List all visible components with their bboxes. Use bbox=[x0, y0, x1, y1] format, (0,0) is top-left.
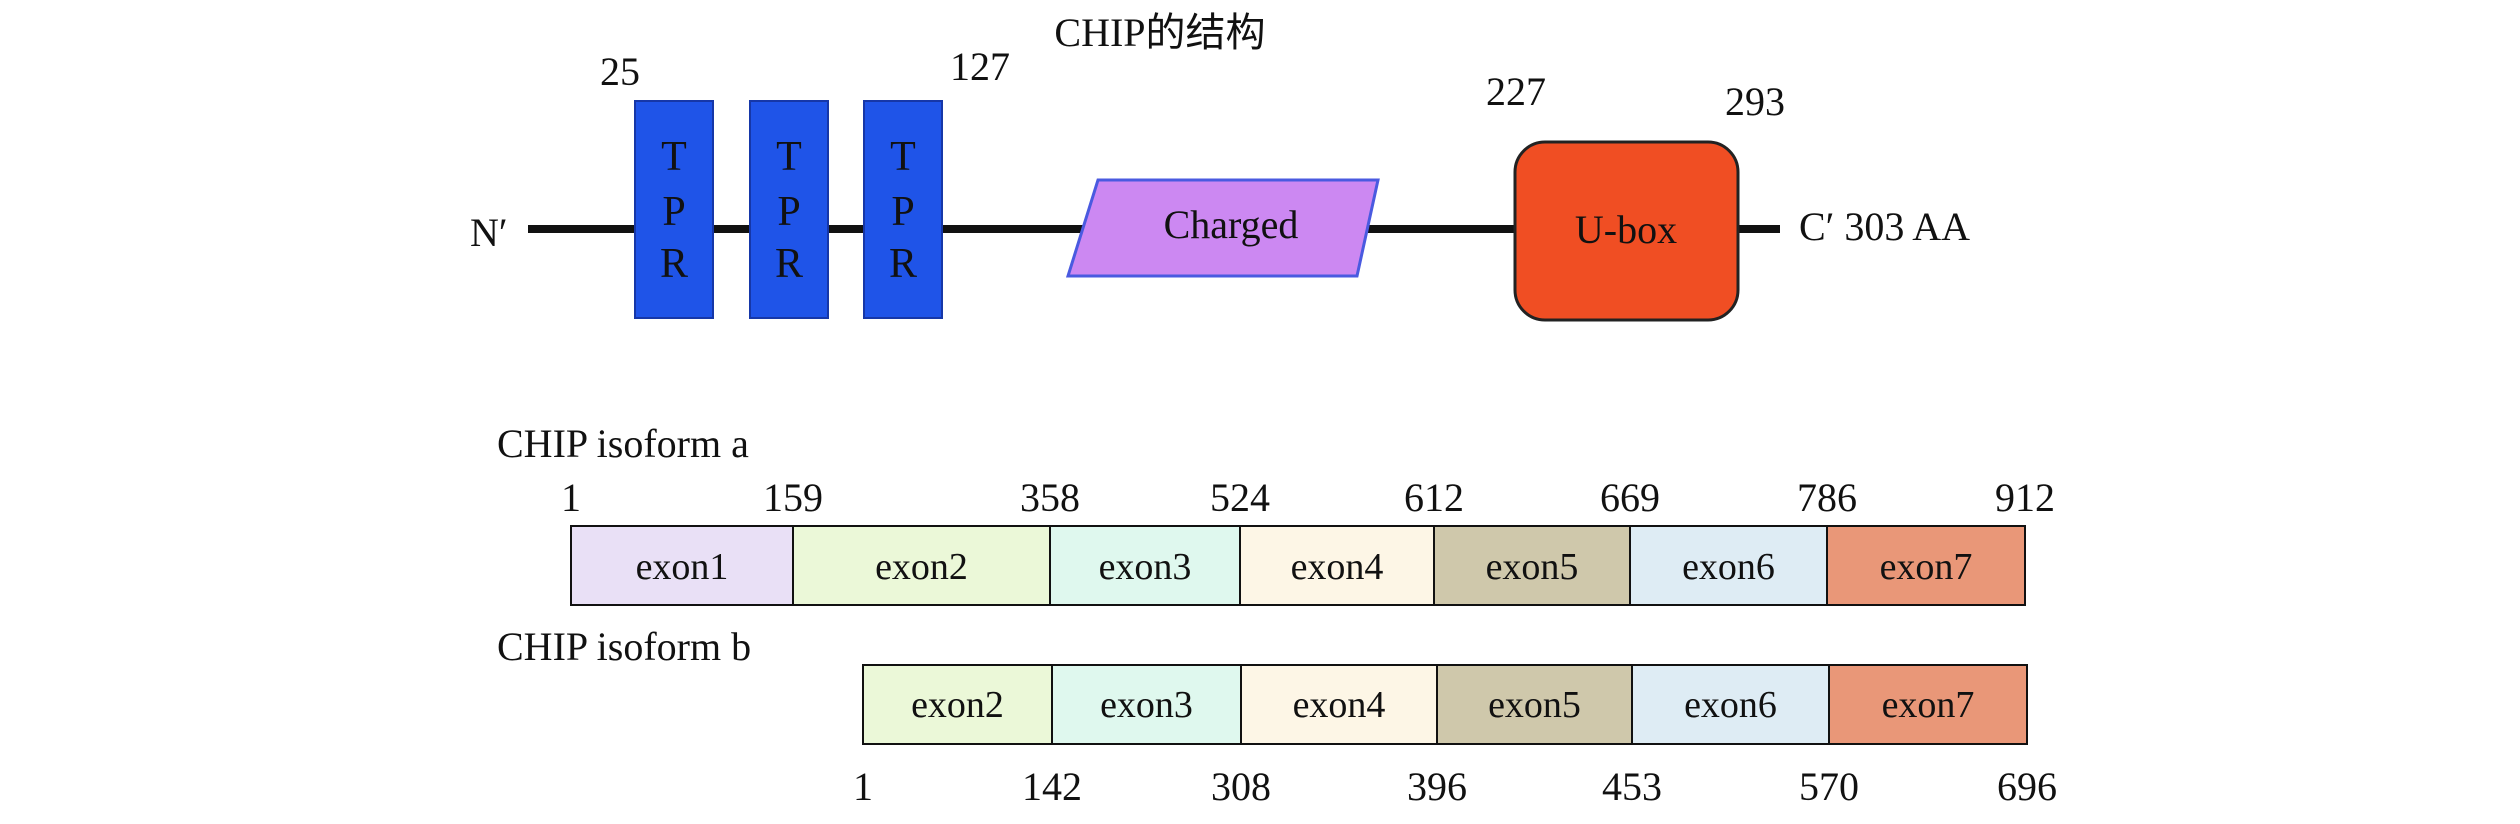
exon-label: exon2 bbox=[911, 684, 1004, 726]
exon-box bbox=[1240, 664, 1438, 745]
tpr-domain-1: T P R bbox=[634, 100, 714, 319]
exon-box bbox=[1828, 664, 2028, 745]
position-label: 1 bbox=[561, 475, 581, 520]
exon-label: exon3 bbox=[1100, 684, 1193, 726]
n-terminus-label: N′ bbox=[470, 210, 508, 255]
tpr-letter: P bbox=[891, 189, 914, 235]
exon-box bbox=[1433, 525, 1631, 606]
exon-label: exon5 bbox=[1488, 684, 1581, 726]
ubox-shape bbox=[1513, 140, 1740, 322]
exon-label: exon5 bbox=[1486, 546, 1579, 588]
position-label: 696 bbox=[1997, 764, 2057, 809]
tpr-letter: P bbox=[662, 189, 685, 235]
tpr-letter: R bbox=[775, 241, 803, 287]
position-label: 669 bbox=[1600, 475, 1660, 520]
tpr-start-position: 25 bbox=[600, 49, 640, 94]
position-label: 1 bbox=[853, 764, 873, 809]
diagram-title: CHIP的结构 bbox=[1054, 10, 1265, 55]
exon-box bbox=[1239, 525, 1435, 606]
exon-label: exon1 bbox=[636, 546, 729, 588]
tpr-end-position: 127 bbox=[950, 44, 1010, 89]
exon-block: exon5 bbox=[1433, 525, 1631, 606]
isoform-b-label: CHIP isoform b bbox=[497, 624, 751, 669]
position-label: 453 bbox=[1602, 764, 1662, 809]
exon-block: exon3 bbox=[1049, 525, 1241, 606]
exon-box bbox=[862, 664, 1053, 745]
exon-block: exon7 bbox=[1826, 525, 2026, 606]
ubox-start-position: 227 bbox=[1486, 69, 1546, 114]
exon-label: exon3 bbox=[1099, 546, 1192, 588]
exon-label: exon4 bbox=[1293, 684, 1386, 726]
exon-box bbox=[1049, 525, 1241, 606]
exon-block: exon4 bbox=[1240, 664, 1438, 745]
exon-block: exon3 bbox=[1051, 664, 1242, 745]
position-label: 912 bbox=[1995, 475, 2055, 520]
position-label: 612 bbox=[1404, 475, 1464, 520]
exon-block: exon7 bbox=[1828, 664, 2028, 745]
isoform-a-exon-track: exon1 exon2 exon3 exon4 exon5 exon6 exon7 bbox=[570, 525, 2026, 606]
position-label: 570 bbox=[1799, 764, 1859, 809]
exon-label: exon2 bbox=[875, 546, 968, 588]
isoform-a-label: CHIP isoform a bbox=[497, 421, 749, 466]
tpr-letter: R bbox=[660, 241, 688, 287]
position-label: 159 bbox=[763, 475, 823, 520]
isoform-a-positions: 1 159 358 524 612 669 786 912 bbox=[561, 475, 2055, 520]
exon-label: exon6 bbox=[1682, 546, 1775, 588]
isoform-b-positions: 1 142 308 396 453 570 696 bbox=[853, 764, 2057, 809]
tpr-letter: T bbox=[890, 134, 916, 180]
charged-shape bbox=[1065, 178, 1380, 278]
exon-block: exon5 bbox=[1436, 664, 1633, 745]
tpr-domain-3: T P R bbox=[863, 100, 943, 319]
exon-block: exon6 bbox=[1629, 525, 1828, 606]
tpr-box bbox=[863, 100, 943, 319]
ubox-label: U-box bbox=[1575, 207, 1677, 252]
tpr-letter: R bbox=[889, 241, 917, 287]
ubox-end-position: 293 bbox=[1725, 79, 1785, 124]
exon-block: exon2 bbox=[792, 525, 1051, 606]
position-label: 358 bbox=[1020, 475, 1080, 520]
exon-block: exon6 bbox=[1631, 664, 1830, 745]
exon-box bbox=[1051, 664, 1242, 745]
exon-box bbox=[792, 525, 1051, 606]
position-label: 396 bbox=[1407, 764, 1467, 809]
exon-label: exon7 bbox=[1880, 546, 1973, 588]
position-label: 142 bbox=[1022, 764, 1082, 809]
charged-domain: Charged bbox=[1065, 178, 1380, 278]
exon-box bbox=[1631, 664, 1830, 745]
exon-label: exon4 bbox=[1291, 546, 1384, 588]
exon-label: exon7 bbox=[1882, 684, 1975, 726]
tpr-box bbox=[634, 100, 714, 319]
exon-block: exon2 bbox=[862, 664, 1053, 745]
position-label: 524 bbox=[1210, 475, 1270, 520]
position-label: 786 bbox=[1797, 475, 1857, 520]
exon-box bbox=[1826, 525, 2026, 606]
tpr-letter: T bbox=[776, 134, 802, 180]
ubox-domain: U-box bbox=[1513, 140, 1740, 322]
exon-block: exon4 bbox=[1239, 525, 1435, 606]
charged-label: Charged bbox=[1164, 202, 1299, 247]
exon-block: exon1 bbox=[570, 525, 794, 606]
exon-box bbox=[1436, 664, 1633, 745]
position-label: 308 bbox=[1211, 764, 1271, 809]
isoform-b-exon-track: exon2 exon3 exon4 exon5 exon6 exon7 bbox=[862, 664, 2028, 745]
tpr-box bbox=[749, 100, 829, 319]
c-terminus-label: C′ 303 AA bbox=[1799, 204, 1970, 249]
tpr-letter: P bbox=[777, 189, 800, 235]
exon-label: exon6 bbox=[1684, 684, 1777, 726]
tpr-letter: T bbox=[661, 134, 687, 180]
tpr-domain-2: T P R bbox=[749, 100, 829, 319]
